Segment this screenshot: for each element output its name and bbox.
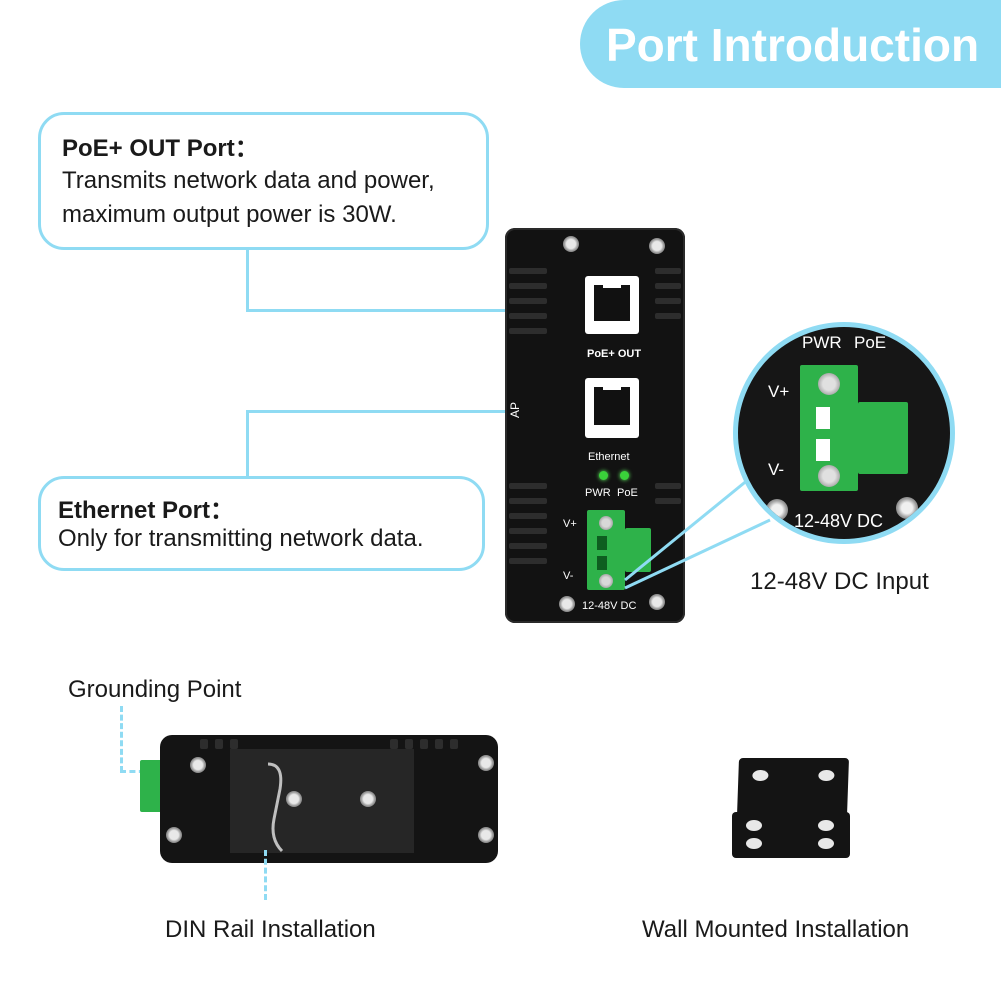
screw-icon	[896, 497, 918, 519]
screw-icon	[166, 827, 182, 843]
poe-out-line2: maximum output power is 30W.	[62, 201, 397, 228]
poe-led-icon	[620, 471, 629, 480]
grounding-leader-v	[120, 706, 123, 772]
screw-icon	[559, 596, 575, 612]
screw-icon	[649, 594, 665, 610]
poe-out-port-label: PoE+ OUT	[587, 348, 642, 360]
poe-injector-device: AP PoE+ OUT Ethernet PWR PoE V+ V- 12-48…	[505, 228, 685, 623]
dc-terminal-block	[587, 510, 625, 590]
zoom-terminal	[800, 365, 858, 491]
poe-out-title: PoE+ OUT Port：	[62, 135, 259, 162]
din-rail-caption: DIN Rail Installation	[165, 916, 376, 943]
screw-icon	[478, 755, 494, 771]
screw-icon	[478, 827, 494, 843]
pwr-led-icon	[599, 471, 608, 480]
page-title: Port Introduction	[606, 19, 980, 71]
poe-led-label: PoE	[617, 487, 638, 499]
zoom-poe-label: PoE	[854, 333, 887, 352]
ethernet-callout	[38, 476, 485, 571]
screw-icon	[563, 236, 579, 252]
wall-bracket	[736, 758, 850, 816]
zoom-vminus-label: V-	[768, 460, 785, 479]
vminus-label: V-	[563, 570, 574, 582]
spring-clip-icon	[267, 762, 284, 853]
wall-bracket-base	[732, 812, 850, 858]
brand-logo: AP	[508, 401, 523, 419]
zoom-dc-label: 12-48V DC	[794, 511, 884, 531]
poe-out-leader-h	[246, 309, 616, 312]
dc-input-caption: 12-48V DC Input	[750, 568, 929, 595]
screw-icon	[649, 238, 665, 254]
zoom-vplus-label: V+	[768, 382, 790, 401]
din-rail-clip	[230, 749, 414, 853]
grounding-caption: Grounding Point	[68, 676, 242, 703]
poe-out-port	[585, 276, 639, 334]
wall-mount-caption: Wall Mounted Installation	[642, 916, 910, 943]
dc-label: 12-48V DC	[582, 600, 637, 612]
poe-out-line1: Transmits network data and power,	[62, 167, 435, 194]
poe-out-leader-v	[246, 250, 249, 312]
ethernet-leader-h	[246, 410, 616, 413]
screw-icon	[360, 791, 376, 807]
zoom-pwr-label: PWR	[802, 333, 842, 352]
poe-out-callout	[38, 112, 489, 250]
grounding-screw-icon	[190, 757, 206, 773]
dc-terminal-zoom: PWR PoE V+ V- 12-48V DC	[733, 322, 955, 544]
ethernet-title: Ethernet Port：	[58, 497, 235, 524]
pwr-led-label: PWR	[585, 487, 611, 499]
screw-icon	[766, 499, 788, 521]
din-leader-v	[264, 850, 267, 900]
ethernet-port	[585, 378, 639, 438]
din-rail-device	[160, 735, 498, 863]
title-banner	[580, 0, 1001, 88]
vplus-label: V+	[563, 518, 577, 530]
zoom-leader-lines	[624, 468, 771, 590]
screw-icon	[286, 791, 302, 807]
ethernet-leader-v	[246, 410, 249, 478]
ethernet-port-label: Ethernet	[588, 451, 630, 463]
ethernet-line1: Only for transmitting network data.	[58, 525, 424, 552]
